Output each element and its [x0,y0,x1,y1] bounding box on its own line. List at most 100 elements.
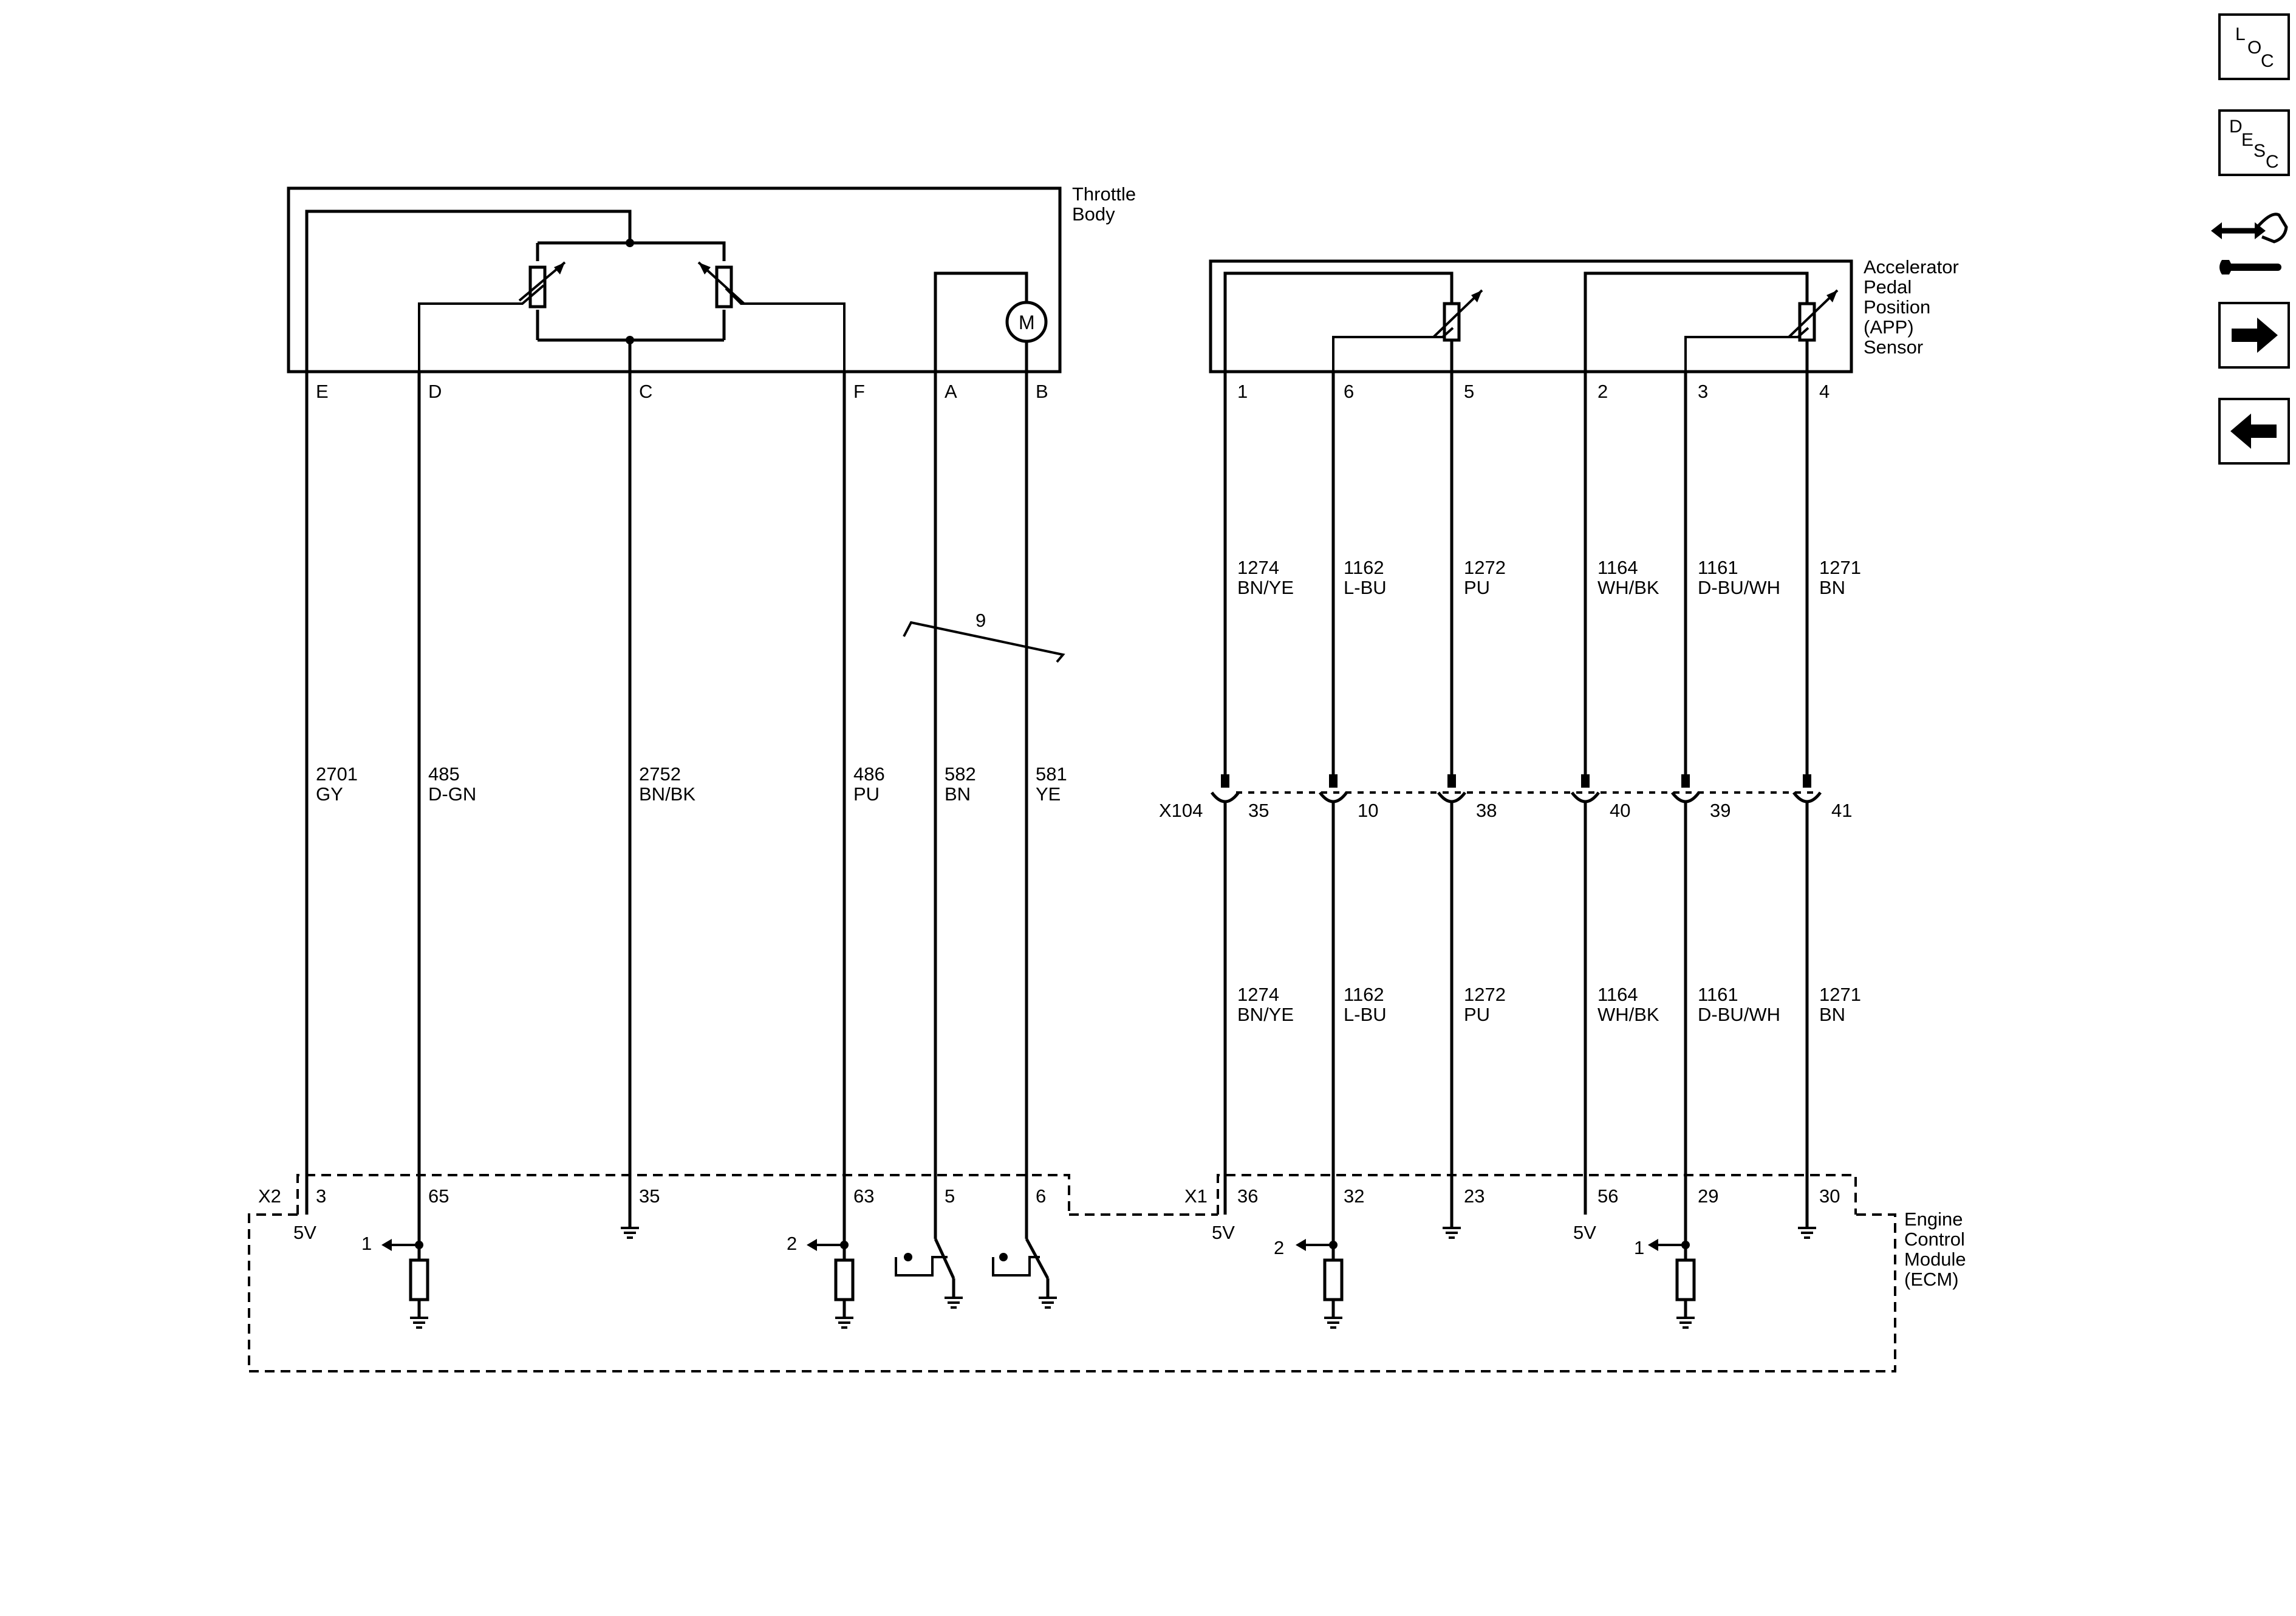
ground-icon [943,1297,964,1309]
x104-terminal [1437,774,1467,803]
wire-color-label: D-GN [428,783,476,805]
wire-color-label: WH/BK [1597,1004,1659,1025]
app-pin-6: 6 [1344,381,1354,402]
app2-wiper [1684,327,1809,372]
x2-pin: 5 [945,1185,955,1207]
wire-color-label: PU [853,783,880,805]
twisted-pair-icon [903,621,1065,663]
throttle-body-label-2: Body [1072,203,1115,225]
wire-circuit-label: 485 [428,763,460,785]
desc-letter: D [2229,117,2243,137]
wire-color-label: GY [316,783,343,805]
ground-icon [1441,1227,1462,1239]
signal-arrow-head [1648,1239,1658,1251]
terminal-socket [1437,791,1467,803]
app-pin-3: 3 [1698,381,1708,402]
junction-dot [626,336,634,344]
x104-connector: X104 35 10 38 40 39 41 [1159,774,1852,821]
x1-pin: 36 [1237,1185,1258,1207]
next-page-button[interactable] [2218,302,2290,369]
x104-terminal [1210,774,1240,803]
ecm-outline [248,1213,1896,1372]
junction-dot [904,1253,912,1261]
terminal-pin [1221,774,1229,788]
desc-button[interactable]: D E S C [2218,109,2290,176]
pulldown-resistor-icon [1323,1258,1344,1301]
app-harness: 1274 BN/YE 1162 L-BU 1272 PU 1164 WH/BK … [1223,372,1861,780]
x1-pin: 23 [1464,1185,1485,1207]
desc-letter: E [2241,130,2253,150]
terminal-pin [1447,774,1456,788]
x2-pin: 35 [639,1185,660,1207]
app-sensor-label-4: (APP) [1864,316,1914,338]
wire-circuit-label: 1271 [1819,984,1861,1005]
throttle-pin-c: C [639,381,652,402]
connector-repair-icon[interactable] [2211,206,2290,279]
ground-icon [1675,1317,1696,1329]
ecm: X2 3 65 35 63 5 6 X1 36 32 23 56 29 30 E… [248,1174,1966,1372]
signal-input-p3: 1 [1634,1237,1696,1329]
ground-icon [1797,1227,1817,1239]
tps1-arrow-head [554,262,565,274]
app-pin-2: 2 [1597,381,1608,402]
terminal-pin [1581,774,1590,788]
terminal-socket [1210,791,1240,803]
app-sensor-label-2: Pedal [1864,276,1912,298]
throttle-pin-f: F [853,381,865,402]
throttle-pin-d: D [428,381,442,402]
previous-page-button[interactable] [2218,398,2290,465]
wire-circuit-label: 1272 [1464,557,1506,578]
app-pin-5: 5 [1464,381,1474,402]
app-sensor: Accelerator Pedal Position (APP) Sensor … [1209,256,1959,402]
throttle-harness: 9 2701 GY 485 D-GN 2752 BN/BK 486 PU 582… [305,372,1067,1245]
app-pin-1: 1 [1237,381,1248,402]
wire-circuit-label: 1164 [1597,557,1638,578]
wire-circuit-label: 1161 [1698,984,1738,1005]
driver-control-line [895,1256,948,1277]
ref-5v-label: 5V [1212,1222,1235,1243]
x1-pin: 56 [1597,1185,1618,1207]
signal-number: 2 [787,1233,797,1254]
x104-pin: 10 [1358,800,1378,821]
x2-pin: 65 [428,1185,449,1207]
signal-input-f: 2 [787,1233,855,1329]
signal-number: 2 [1274,1237,1284,1258]
app1-ref-internal [1223,271,1454,372]
loc-button[interactable]: L O C [2218,13,2290,80]
terminal-pin [1329,774,1338,788]
wire-color-label: BN [1819,577,1845,598]
signal-number: 1 [361,1233,372,1254]
tps2-potentiometer-icon [715,265,733,309]
wire-color-label: YE [1036,783,1061,805]
signal-arrow-head [807,1239,817,1251]
wire-color-label: BN [945,783,971,805]
wire-circuit-label: 1274 [1237,557,1279,578]
loc-letter: O [2247,38,2261,58]
tps2-arrow-head [699,262,711,274]
wire-circuit-label: 2701 [316,763,358,785]
motor-wiring [934,271,1028,372]
x2-pin: 6 [1036,1185,1046,1207]
pulldown-resistor-icon [409,1258,429,1301]
wire-color-label: PU [1464,1004,1490,1025]
throttle-pin-b: B [1036,381,1048,402]
wire-circuit-label: 581 [1036,763,1067,785]
ref-5v-label: 5V [1573,1222,1596,1243]
wire-color-label: D-BU/WH [1698,1004,1780,1025]
twisted-pair-count: 9 [975,610,986,631]
terminal-socket [1318,791,1348,803]
x104-terminal [1670,774,1701,803]
wire-circuit-label: 1161 [1698,557,1738,578]
desc-icon: D E S C [2229,117,2279,172]
pulldown-resistor-icon [834,1258,855,1301]
wire-circuit-label: 1274 [1237,984,1279,1005]
motor-driver-b [992,1238,1058,1309]
signal-input-p6: 2 [1274,1237,1344,1329]
loc-letter: C [2261,51,2274,71]
wire-circuit-label: 2752 [639,763,681,785]
ecm-label-3: Module [1904,1249,1966,1270]
ground-icon [834,1317,855,1329]
throttle-body-box [287,186,1062,373]
tps2-wiper [725,287,846,372]
